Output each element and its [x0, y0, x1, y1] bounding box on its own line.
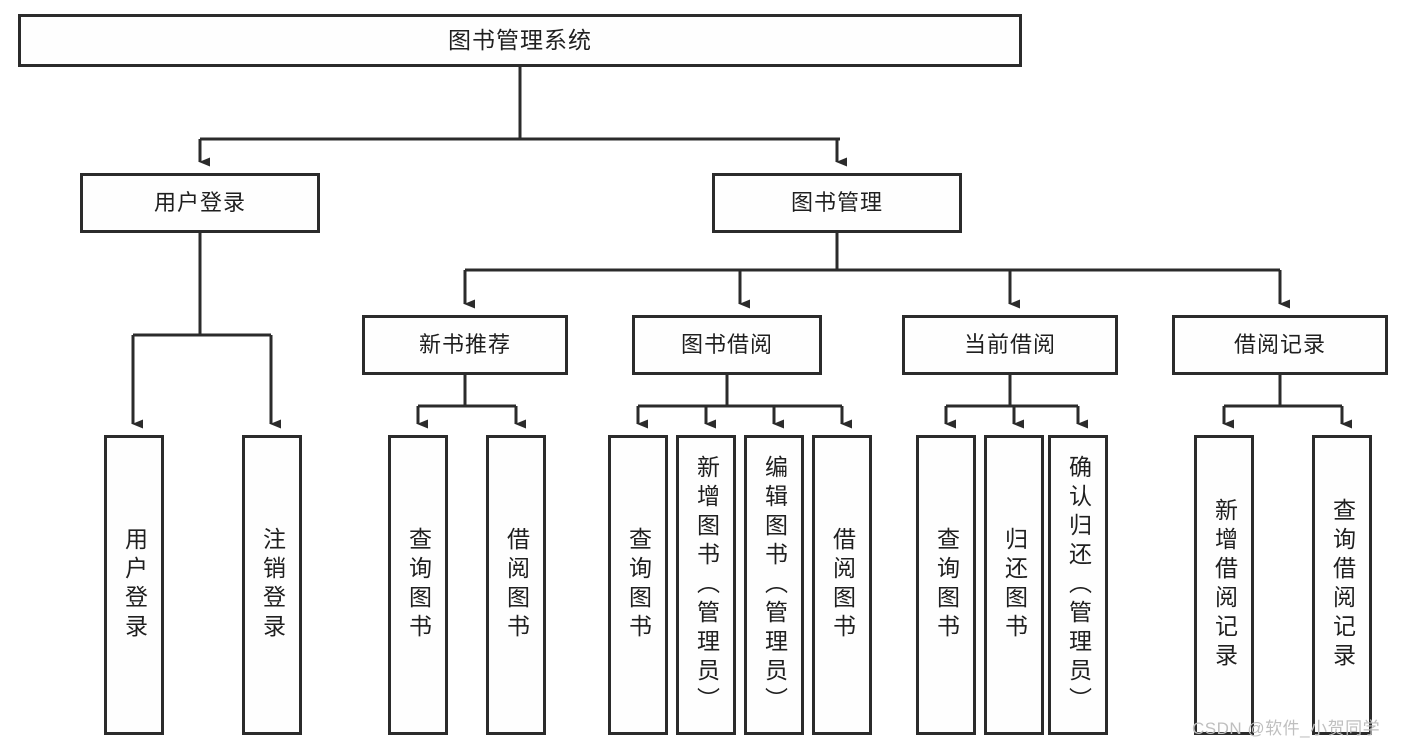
node-leaf-query-record-label: 查询借阅记录	[1329, 498, 1356, 672]
node-book-borrow[interactable]: 图书借阅	[632, 315, 822, 375]
node-leaf-user-logout-label: 注销登录	[259, 527, 286, 643]
node-leaf-query-record[interactable]: 查询借阅记录	[1312, 435, 1372, 735]
node-user-login[interactable]: 用户登录	[80, 173, 320, 233]
node-leaf-add-book[interactable]: 新增图书（管理员）	[676, 435, 736, 735]
node-leaf-query-book[interactable]: 查询图书	[608, 435, 668, 735]
node-leaf-borrow-book[interactable]: 借阅图书	[812, 435, 872, 735]
node-leaf-query-book-rec[interactable]: 查询图书	[388, 435, 448, 735]
node-book-manage-label: 图书管理	[790, 190, 883, 216]
node-leaf-add-book-label: 新增图书（管理员）	[693, 454, 720, 716]
node-current-borrow-label: 当前借阅	[963, 332, 1056, 358]
node-leaf-confirm-return[interactable]: 确认归还（管理员）	[1048, 435, 1108, 735]
node-root[interactable]: 图书管理系统	[18, 14, 1022, 67]
node-leaf-user-logout[interactable]: 注销登录	[242, 435, 302, 735]
node-book-borrow-label: 图书借阅	[680, 332, 773, 358]
node-borrow-record[interactable]: 借阅记录	[1172, 315, 1388, 375]
node-leaf-return-book[interactable]: 归还图书	[984, 435, 1044, 735]
node-leaf-query-book-label: 查询图书	[625, 527, 652, 643]
node-root-label: 图书管理系统	[448, 27, 592, 54]
node-user-login-label: 用户登录	[153, 190, 246, 216]
node-leaf-return-book-label: 归还图书	[1001, 527, 1028, 643]
node-leaf-query-book-cur-label: 查询图书	[933, 527, 960, 643]
node-new-book-rec-label: 新书推荐	[418, 332, 511, 358]
node-leaf-borrow-book-rec[interactable]: 借阅图书	[486, 435, 546, 735]
node-leaf-borrow-book-rec-label: 借阅图书	[503, 527, 530, 643]
node-leaf-user-login-label: 用户登录	[121, 527, 148, 643]
node-leaf-edit-book[interactable]: 编辑图书（管理员）	[744, 435, 804, 735]
node-leaf-query-book-cur[interactable]: 查询图书	[916, 435, 976, 735]
node-new-book-rec[interactable]: 新书推荐	[362, 315, 568, 375]
node-leaf-edit-book-label: 编辑图书（管理员）	[761, 454, 788, 716]
node-leaf-add-record[interactable]: 新增借阅记录	[1194, 435, 1254, 735]
node-leaf-borrow-book-label: 借阅图书	[829, 527, 856, 643]
node-leaf-add-record-label: 新增借阅记录	[1211, 498, 1238, 672]
node-current-borrow[interactable]: 当前借阅	[902, 315, 1118, 375]
node-leaf-confirm-return-label: 确认归还（管理员）	[1065, 454, 1092, 716]
watermark: CSDN @软件_小贺同学	[1192, 719, 1381, 738]
node-book-manage[interactable]: 图书管理	[712, 173, 962, 233]
node-borrow-record-label: 借阅记录	[1233, 332, 1326, 358]
node-leaf-user-login[interactable]: 用户登录	[104, 435, 164, 735]
node-leaf-query-book-rec-label: 查询图书	[405, 527, 432, 643]
